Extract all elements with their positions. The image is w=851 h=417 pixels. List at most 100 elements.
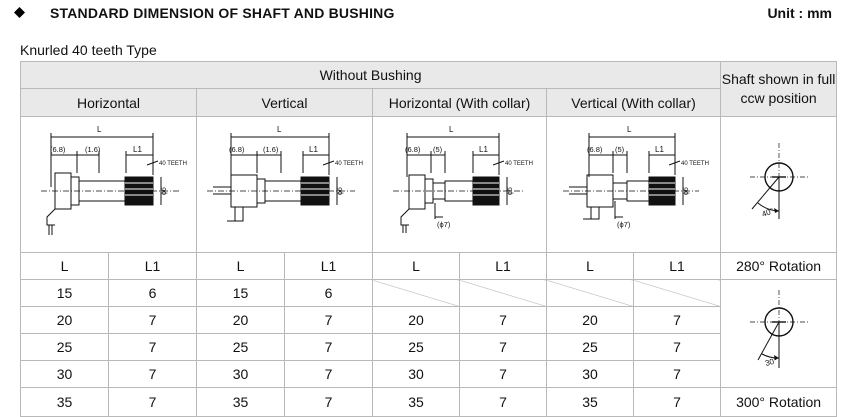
svg-text:(5): (5) bbox=[615, 145, 625, 154]
svg-text:L: L bbox=[97, 125, 102, 134]
svg-text:30°: 30° bbox=[764, 356, 778, 368]
svg-text:(ϕ7): (ϕ7) bbox=[437, 220, 451, 229]
table-cell-empty bbox=[632, 279, 722, 307]
shaft-angle-40-icon: 40° bbox=[749, 143, 810, 219]
column-header-horizontal: Horizontal bbox=[20, 88, 197, 117]
table-cell-empty bbox=[372, 279, 460, 307]
svg-text:L1: L1 bbox=[309, 145, 318, 154]
table-cell: 7 bbox=[284, 306, 373, 334]
horizontal-shaft-drawing: L (6.8) (1.6) L1 40 TEETH ϕ6 bbox=[41, 125, 187, 235]
table-cell: 25 bbox=[546, 333, 634, 361]
shaft-position-header: Shaft shown in full ccw position bbox=[720, 61, 838, 117]
svg-text:(6.8): (6.8) bbox=[229, 145, 245, 154]
group-header: Without Bushing bbox=[19, 61, 722, 89]
shaft-position-drawing-30: 30° bbox=[720, 279, 838, 388]
table-cell: 30 bbox=[20, 360, 109, 388]
table-row: 25 7 25 7 25 7 25 7 bbox=[20, 333, 837, 361]
subheader-h-L1: L1 bbox=[108, 252, 197, 280]
svg-text:(6.8): (6.8) bbox=[587, 145, 603, 154]
table-cell: 35 bbox=[546, 387, 634, 417]
table-cell: 30 bbox=[196, 360, 285, 388]
table-cell: 15 bbox=[196, 279, 285, 307]
table-row: 35 7 35 7 35 7 35 7 300° Rotation bbox=[20, 387, 838, 417]
table-cell: 20 bbox=[20, 306, 109, 334]
svg-text:L1: L1 bbox=[655, 145, 664, 154]
svg-text:40 TEETH: 40 TEETH bbox=[681, 161, 709, 167]
svg-text:(1.6): (1.6) bbox=[263, 145, 279, 154]
table-cell: 7 bbox=[108, 387, 197, 417]
table-cell: 30 bbox=[546, 360, 634, 388]
rotation-300-label: 300° Rotation bbox=[720, 387, 838, 417]
svg-text:ϕ6: ϕ6 bbox=[507, 187, 514, 195]
table-cell: 35 bbox=[196, 387, 285, 417]
column-header-horizontal-collar: Horizontal (With collar) bbox=[372, 88, 547, 117]
svg-text:L: L bbox=[449, 125, 454, 134]
table-cell: 7 bbox=[459, 306, 547, 334]
diamond-bullet-icon bbox=[14, 7, 25, 18]
subheader-v-L: L bbox=[196, 252, 285, 280]
table-cell: 7 bbox=[284, 360, 373, 388]
svg-text:(5): (5) bbox=[433, 145, 443, 154]
table-cell: 25 bbox=[196, 333, 285, 361]
subheader-vc-L: L bbox=[546, 252, 634, 280]
drawing-vertical: L (6.8) (1.6) L1 40 TEETH ϕ6 bbox=[196, 116, 373, 253]
table-cell: 7 bbox=[632, 306, 722, 334]
table-row: 30 7 30 7 30 7 30 7 bbox=[20, 360, 837, 388]
table-cell: 15 bbox=[20, 279, 109, 307]
table-cell: 30 bbox=[372, 360, 460, 388]
table-cell: 7 bbox=[108, 360, 197, 388]
vertical-collar-shaft-drawing: L (6.8) (5) L1 40 TEETH ϕ6 (ϕ7) bbox=[563, 125, 709, 229]
table-cell: 7 bbox=[284, 333, 373, 361]
svg-text:(6.8): (6.8) bbox=[405, 145, 421, 154]
svg-text:40 TEETH: 40 TEETH bbox=[335, 161, 363, 167]
section-header: STANDARD DIMENSION OF SHAFT AND BUSHING … bbox=[14, 5, 836, 25]
svg-text:40 TEETH: 40 TEETH bbox=[159, 161, 187, 167]
table-cell: 6 bbox=[284, 279, 373, 307]
rotation-280-label: 280° Rotation bbox=[720, 252, 838, 280]
table-cell: 7 bbox=[459, 387, 547, 417]
section-title: STANDARD DIMENSION OF SHAFT AND BUSHING bbox=[50, 5, 395, 21]
horizontal-collar-shaft-drawing: L (6.8) (5) L1 40 TEETH ϕ6 (ϕ7) bbox=[393, 125, 533, 233]
subheader-h-L: L bbox=[20, 252, 109, 280]
shaft-position-drawing-40: 40° bbox=[720, 116, 838, 253]
table-cell: 20 bbox=[546, 306, 634, 334]
svg-text:(ϕ7): (ϕ7) bbox=[617, 220, 631, 229]
table-cell: 7 bbox=[632, 333, 722, 361]
dimension-table: Without Bushing Shaft shown in full ccw … bbox=[19, 61, 838, 417]
subheader-hc-L: L bbox=[372, 252, 460, 280]
table-cell: 7 bbox=[284, 387, 373, 417]
svg-text:L1: L1 bbox=[479, 145, 488, 154]
subheader-v-L1: L1 bbox=[284, 252, 373, 280]
table-cell: 35 bbox=[20, 387, 109, 417]
table-cell: 20 bbox=[196, 306, 285, 334]
table-cell: 7 bbox=[632, 387, 722, 417]
svg-text:L1: L1 bbox=[133, 145, 142, 154]
drawing-horizontal: L (6.8) (1.6) L1 40 TEETH ϕ6 bbox=[20, 116, 197, 253]
type-subtitle: Knurled 40 teeth Type bbox=[20, 42, 157, 58]
drawing-horizontal-collar: L (6.8) (5) L1 40 TEETH ϕ6 (ϕ7) bbox=[372, 116, 547, 253]
table-cell: 25 bbox=[372, 333, 460, 361]
table-cell: 7 bbox=[108, 306, 197, 334]
table-row: 15 6 15 6 30° bbox=[20, 279, 838, 388]
table-cell: 35 bbox=[372, 387, 460, 417]
svg-text:40°: 40° bbox=[760, 206, 774, 219]
table-cell: 20 bbox=[372, 306, 460, 334]
table-cell: 7 bbox=[632, 360, 722, 388]
subheader-hc-L1: L1 bbox=[459, 252, 547, 280]
column-header-vertical: Vertical bbox=[196, 88, 373, 117]
svg-text:L: L bbox=[627, 125, 632, 134]
table-row: 20 7 20 7 20 7 20 7 bbox=[20, 306, 837, 334]
table-cell: 7 bbox=[459, 360, 547, 388]
svg-text:(6.8): (6.8) bbox=[50, 145, 66, 154]
svg-text:L: L bbox=[277, 125, 282, 134]
vertical-shaft-drawing: L (6.8) (1.6) L1 40 TEETH ϕ6 bbox=[207, 125, 363, 222]
column-header-vertical-collar: Vertical (With collar) bbox=[545, 88, 722, 117]
table-cell-empty bbox=[459, 279, 547, 307]
table-cell: 7 bbox=[459, 333, 547, 361]
svg-text:40 TEETH: 40 TEETH bbox=[505, 161, 533, 167]
table-cell: 7 bbox=[108, 333, 197, 361]
subheader-vc-L1: L1 bbox=[632, 252, 722, 280]
svg-text:(1.6): (1.6) bbox=[85, 145, 101, 154]
unit-label: Unit : mm bbox=[767, 5, 832, 21]
table-cell: 25 bbox=[20, 333, 109, 361]
